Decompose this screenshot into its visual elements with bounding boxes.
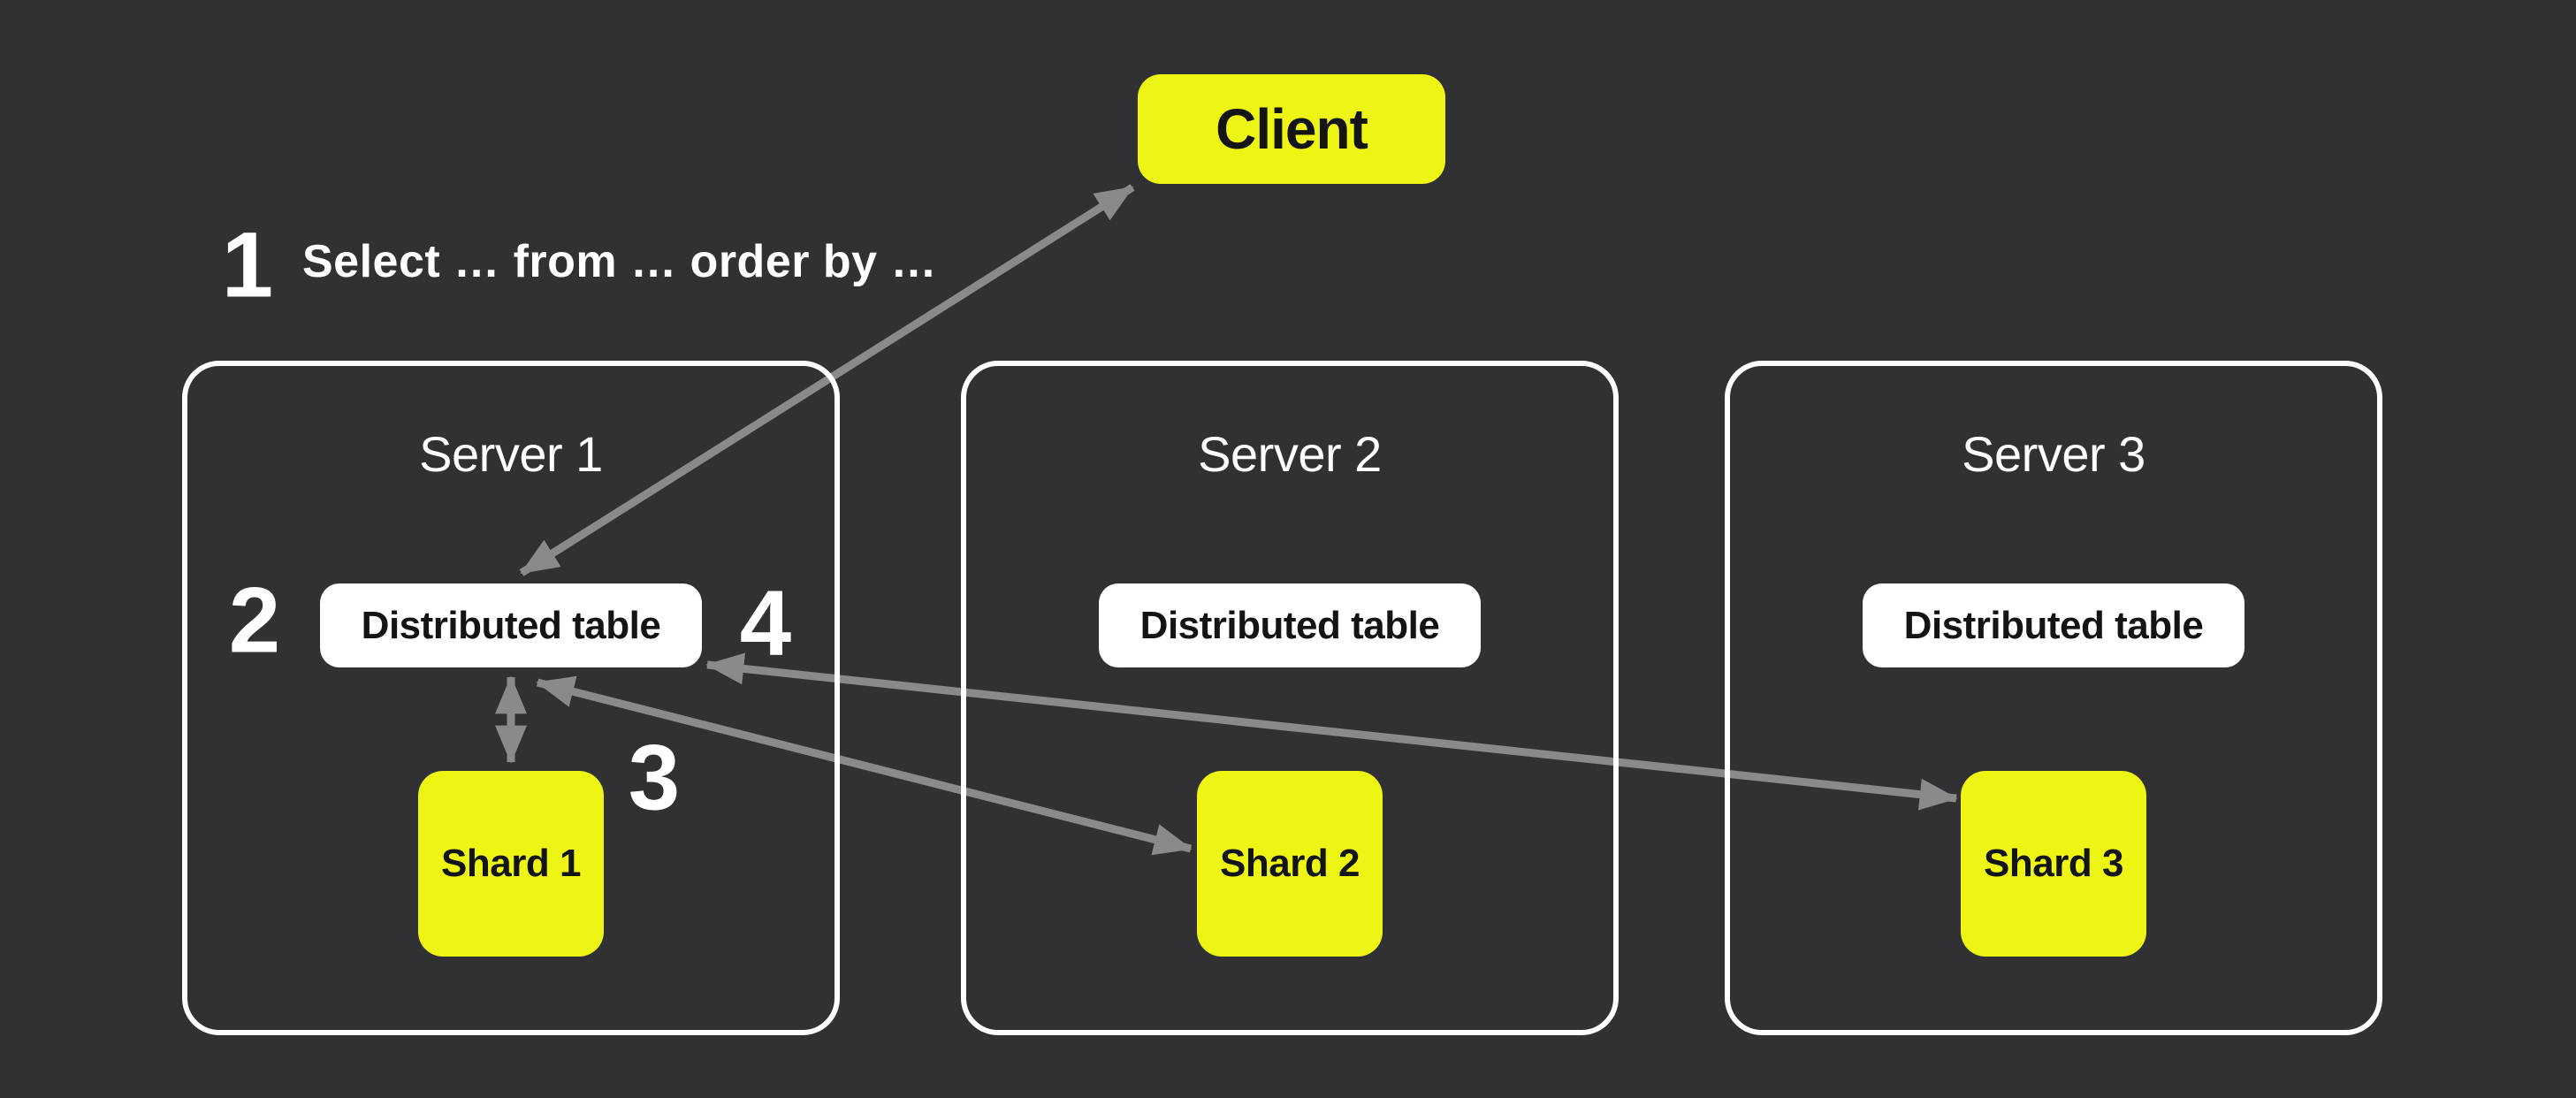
step-3-number: 3 xyxy=(628,726,681,830)
server-2-shard: Shard 2 xyxy=(1197,771,1383,957)
server-1-distributed-table: Distributed table xyxy=(320,583,702,667)
server-2-distributed-table: Distributed table xyxy=(1099,583,1481,667)
step-1-number: 1 xyxy=(221,213,274,317)
server-2-box: Server 2 Distributed table Shard 2 xyxy=(961,361,1619,1035)
client-box: Client xyxy=(1138,74,1445,184)
step-4-number: 4 xyxy=(739,571,792,675)
server-3-title: Server 3 xyxy=(1962,426,2145,482)
client-label: Client xyxy=(1216,97,1368,161)
arrow-table1-shard3 xyxy=(705,652,1958,811)
server-1-title: Server 1 xyxy=(419,426,603,482)
server-1-shard: Shard 1 xyxy=(418,771,604,957)
step-2-number: 2 xyxy=(228,568,281,673)
step-1-query-text: Select … from … order by … xyxy=(302,236,938,287)
server-2-title: Server 2 xyxy=(1198,426,1382,482)
server-3-shard: Shard 3 xyxy=(1961,771,2146,957)
server-3-distributed-table: Distributed table xyxy=(1863,583,2244,667)
server-1-box: Server 1 Distributed table Shard 1 xyxy=(182,361,840,1035)
server-3-box: Server 3 Distributed table Shard 3 xyxy=(1725,361,2382,1035)
